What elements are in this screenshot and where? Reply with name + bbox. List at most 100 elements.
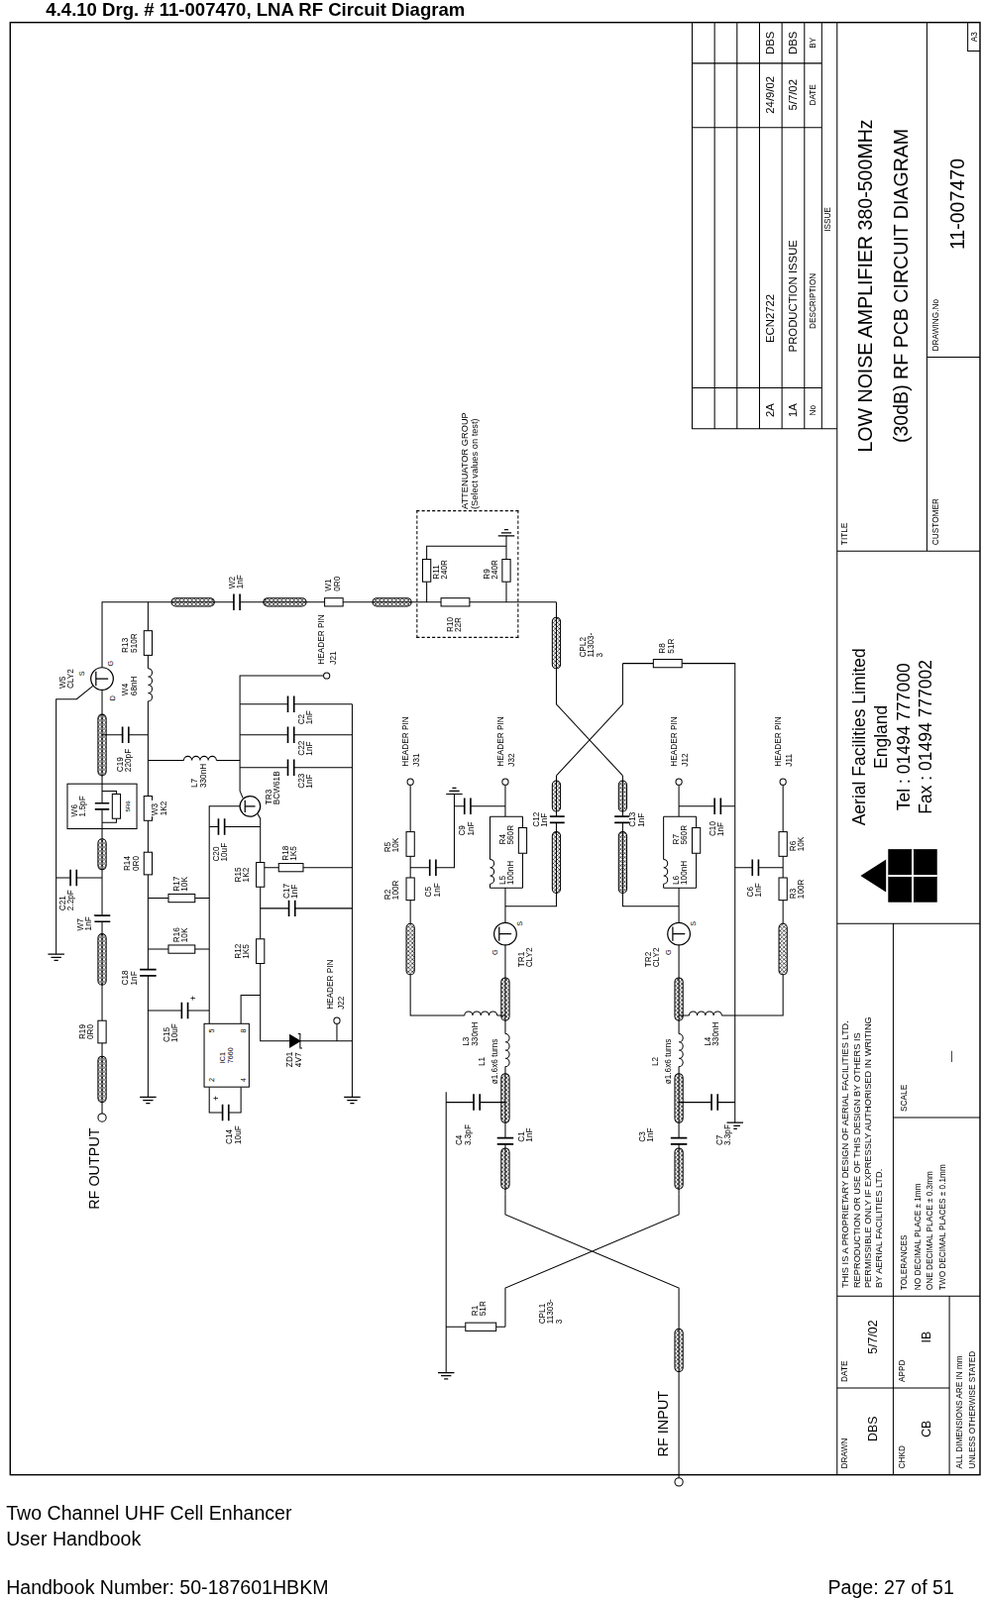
resistor-symbol [518, 827, 527, 854]
header-pin [98, 1113, 107, 1122]
component-label: 2 [207, 1077, 216, 1084]
component-label: 4 [238, 1077, 247, 1084]
header-pin [324, 672, 330, 679]
component-label: HEADER PIN [318, 613, 328, 665]
resistor-symbol [111, 793, 120, 819]
stripline-symbol [406, 923, 415, 976]
circuit-wire [56, 536, 784, 1479]
circuit-wire [410, 784, 506, 1016]
component-label: L4 330nH [703, 1020, 721, 1047]
stripline-symbol [501, 978, 510, 1021]
title-block-text: BY AERIAL FACILITIES LTD. [874, 1168, 885, 1290]
resistor-symbol [423, 559, 432, 583]
title-block-text: England [872, 704, 891, 770]
header-pin [779, 778, 786, 785]
title-block-text: Aerial Facilities Limited [850, 647, 869, 827]
resistor-symbol [168, 893, 196, 902]
stripline-symbol [674, 1148, 683, 1190]
component-label: R3 100R [789, 877, 807, 900]
component-label: C21 2.2pF [58, 888, 76, 912]
group-box: ATTENUATOR GROUP (Select values on test) [416, 510, 519, 639]
ground-symbol [47, 954, 64, 961]
component-label: + [213, 1094, 222, 1102]
title-block-text: — [945, 1050, 958, 1064]
resistor-symbol [406, 877, 415, 901]
component-label: R17 10K [173, 875, 191, 893]
component-label: ø1.6x6 turns [663, 1037, 673, 1086]
circuit-wire [209, 1087, 241, 1113]
component-label: HEADER PIN [670, 715, 680, 767]
title-block-text: DRAWING.No [931, 298, 941, 352]
title-block-text: IB [920, 1330, 934, 1345]
footer-text: User Handbook [4, 1527, 142, 1551]
stripline-symbol [372, 598, 412, 607]
resistor-symbol [168, 945, 196, 954]
component-label: C19 220pF [116, 748, 134, 773]
circuit-wire [239, 704, 352, 1098]
component-label: CPL2 11303-3 [579, 632, 606, 659]
resistor-symbol [256, 863, 265, 888]
company-logo [887, 849, 937, 903]
title-block-text: LOW NOISE AMPLIFIER 380-500MHz [855, 117, 876, 453]
title-block-text: ONE DECIMAL PLACE ± 0.3mm [926, 1170, 936, 1292]
component-label: R12 1K5 [234, 943, 252, 961]
component-label: TR3 BCW61B [264, 769, 282, 806]
component-label: R15 1K2 [234, 866, 252, 883]
component-label: C13 1nF [629, 811, 647, 829]
ground-symbol [343, 1096, 360, 1103]
resistor-symbol [440, 598, 470, 607]
stripline-symbol [501, 1148, 510, 1190]
title-block-text: DATE [809, 83, 819, 107]
stripline-symbol [98, 1056, 107, 1102]
component-label: R16 10K [173, 926, 191, 944]
circuit-wire [56, 685, 103, 955]
drawing-frame [9, 22, 981, 1476]
ground-symbol [437, 1373, 454, 1380]
circuit-wire [505, 602, 736, 1123]
component-label: C14 10uF [225, 1124, 243, 1146]
component-label: L2 [652, 1056, 661, 1068]
resistor-symbol [691, 827, 700, 854]
component-label: CPL1 11303-3 [538, 1298, 564, 1325]
ground-symbol [139, 1096, 156, 1103]
resistor-symbol [502, 559, 511, 583]
circuit-wire [622, 775, 735, 923]
company-logo [860, 859, 886, 892]
component-label: R11 240R [432, 558, 449, 581]
stripline-symbol [778, 923, 787, 976]
component-label: S [689, 920, 698, 928]
stripline-symbol [98, 839, 107, 871]
stripline-symbol [501, 1074, 510, 1123]
company-logo [860, 849, 937, 903]
component-label: C17 1nF [283, 882, 301, 900]
title-block-text: 2A [764, 402, 777, 419]
stripline-symbol [98, 598, 787, 1373]
component-label: L3 330nH [462, 1020, 480, 1047]
component-label: C7 3.3pF [716, 1123, 734, 1147]
component-label: C15 10uF [162, 1022, 180, 1044]
header-pin [502, 778, 509, 785]
title-block-text: A3 [971, 30, 981, 43]
title-block-text: NO DECIMAL PLACE ± 1mm [914, 1182, 924, 1292]
resistor-symbol [778, 832, 787, 858]
component-label: W7 1nF [77, 915, 95, 932]
capacitor-symbol [139, 818, 296, 1019]
component-label: C9 1nF [458, 820, 476, 837]
component-label: R7 560R [671, 824, 689, 847]
component-label: S [78, 669, 87, 677]
title-block-text: CHKD [897, 1444, 907, 1470]
component-label: HEADER PIN [497, 715, 507, 767]
circuit-wire [678, 945, 736, 1195]
component-label: D [109, 694, 117, 702]
stripline-symbol [551, 617, 560, 669]
component-label: HEADER PIN [326, 958, 335, 1010]
component-label: C4 3.3pF [455, 1123, 473, 1147]
circuit-wire [102, 602, 240, 797]
component-outline [298, 1034, 303, 1049]
title-block-lines [691, 22, 837, 430]
header-pin [98, 672, 786, 1487]
inductor-symbol [489, 859, 494, 884]
inductor-symbol [147, 668, 722, 1068]
